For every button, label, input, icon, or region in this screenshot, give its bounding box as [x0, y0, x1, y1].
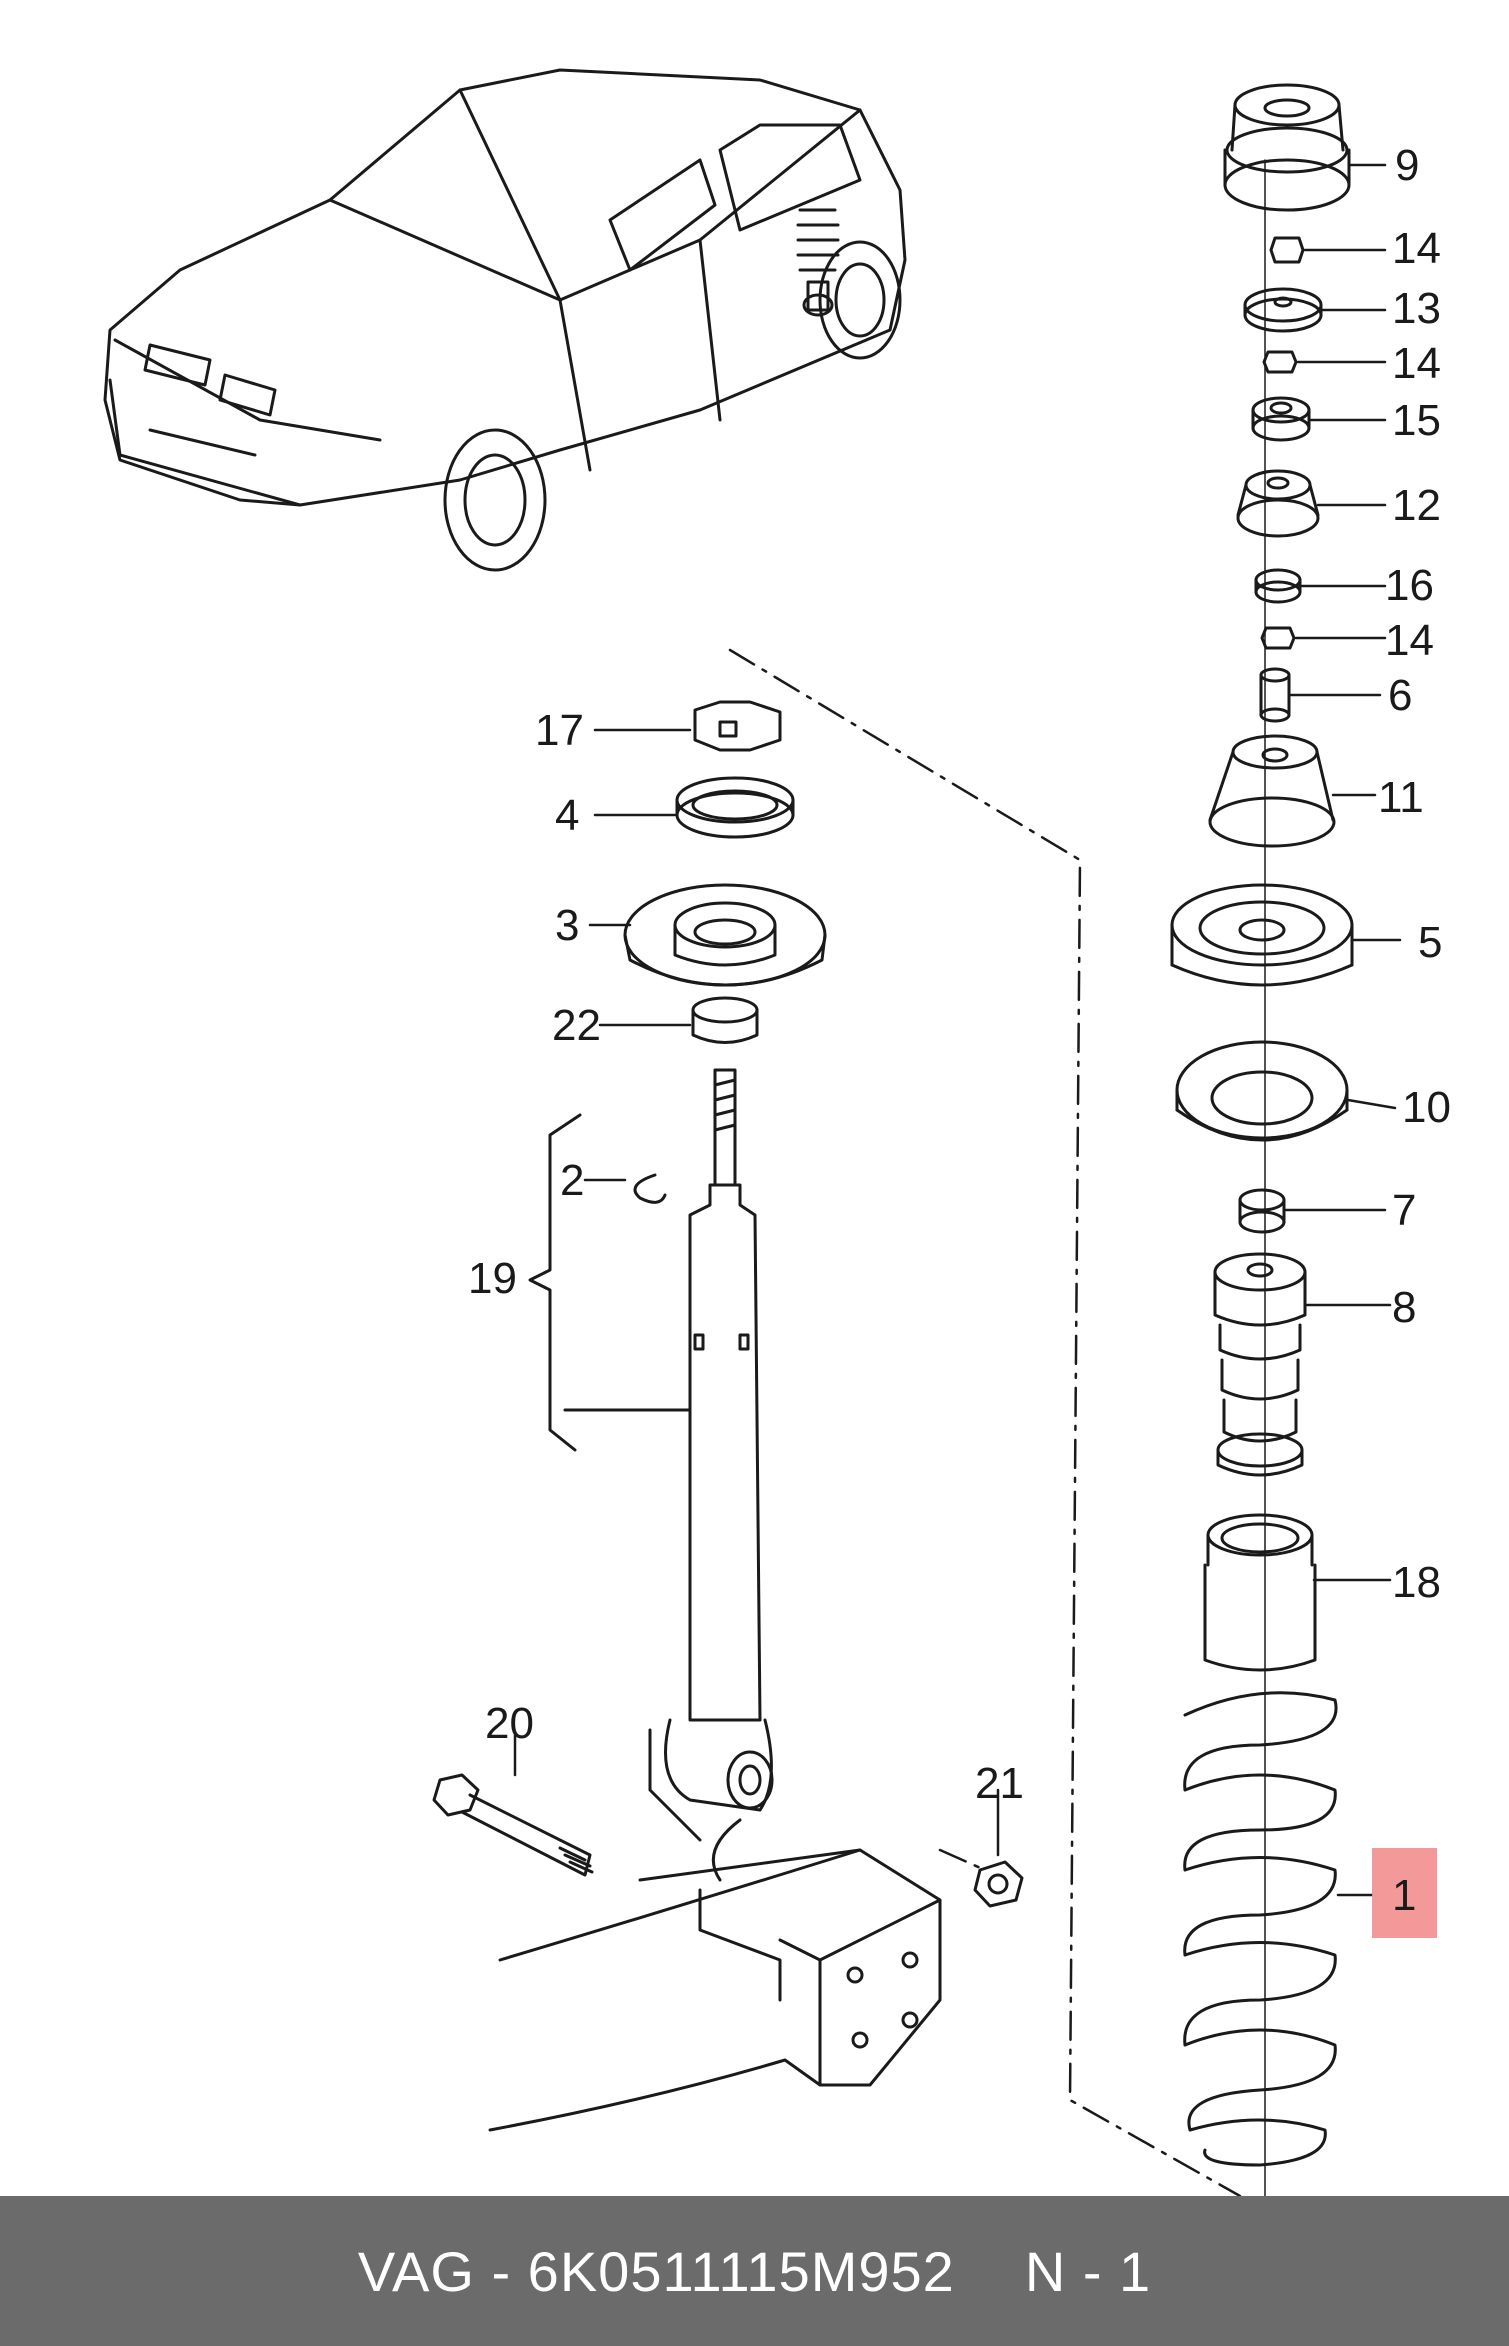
- callout-14b[interactable]: 14: [1392, 339, 1441, 388]
- part-number-footer: VAG - 6K0511115M952 N - 1: [0, 2196, 1509, 2346]
- callout-1[interactable]: 1: [1392, 1871, 1416, 1920]
- position-label: N - 1: [1024, 2239, 1152, 2303]
- callout-20[interactable]: 20: [485, 1699, 534, 1748]
- callout-8[interactable]: 8: [1392, 1283, 1416, 1332]
- callout-14c[interactable]: 14: [1385, 616, 1434, 665]
- right-stack: [1170, 83, 1354, 2167]
- callout-21[interactable]: 21: [975, 1759, 1024, 1808]
- callout-17[interactable]: 17: [535, 706, 584, 755]
- axis-lines: [728, 159, 1266, 2196]
- callout-3[interactable]: 3: [555, 901, 579, 950]
- callout-4[interactable]: 4: [555, 791, 579, 840]
- car-illustration: [103, 68, 907, 572]
- suspension-exploded-diagram: 9 14 13 14 15 12 16 14 6 11 5 10 7 8 18 …: [103, 68, 1451, 2196]
- leader-lines: [513, 163, 1402, 1897]
- part-number-label: VAG - 6K0511115M952: [357, 2239, 955, 2303]
- callout-14a[interactable]: 14: [1392, 224, 1441, 273]
- callout-11[interactable]: 11: [1378, 773, 1424, 822]
- callout-6[interactable]: 6: [1388, 671, 1412, 720]
- callout-16[interactable]: 16: [1385, 561, 1434, 610]
- callout-2[interactable]: 2: [560, 1156, 584, 1205]
- callout-labels: 9 14 13 14 15 12 16 14 6 11 5 10 7 8 18 …: [468, 141, 1451, 1920]
- callout-9[interactable]: 9: [1395, 141, 1419, 190]
- callout-15[interactable]: 15: [1392, 396, 1441, 445]
- callout-5[interactable]: 5: [1418, 918, 1442, 967]
- shock-absorber-assembly: [432, 700, 1024, 2132]
- callout-1-highlight: [1372, 1848, 1437, 1938]
- callout-22[interactable]: 22: [552, 1001, 601, 1050]
- callout-7[interactable]: 7: [1392, 1186, 1416, 1235]
- callout-18[interactable]: 18: [1392, 1558, 1441, 1607]
- callout-19[interactable]: 19: [468, 1254, 517, 1303]
- callout-10[interactable]: 10: [1402, 1083, 1451, 1132]
- callout-13[interactable]: 13: [1392, 284, 1441, 333]
- callout-12[interactable]: 12: [1392, 481, 1441, 530]
